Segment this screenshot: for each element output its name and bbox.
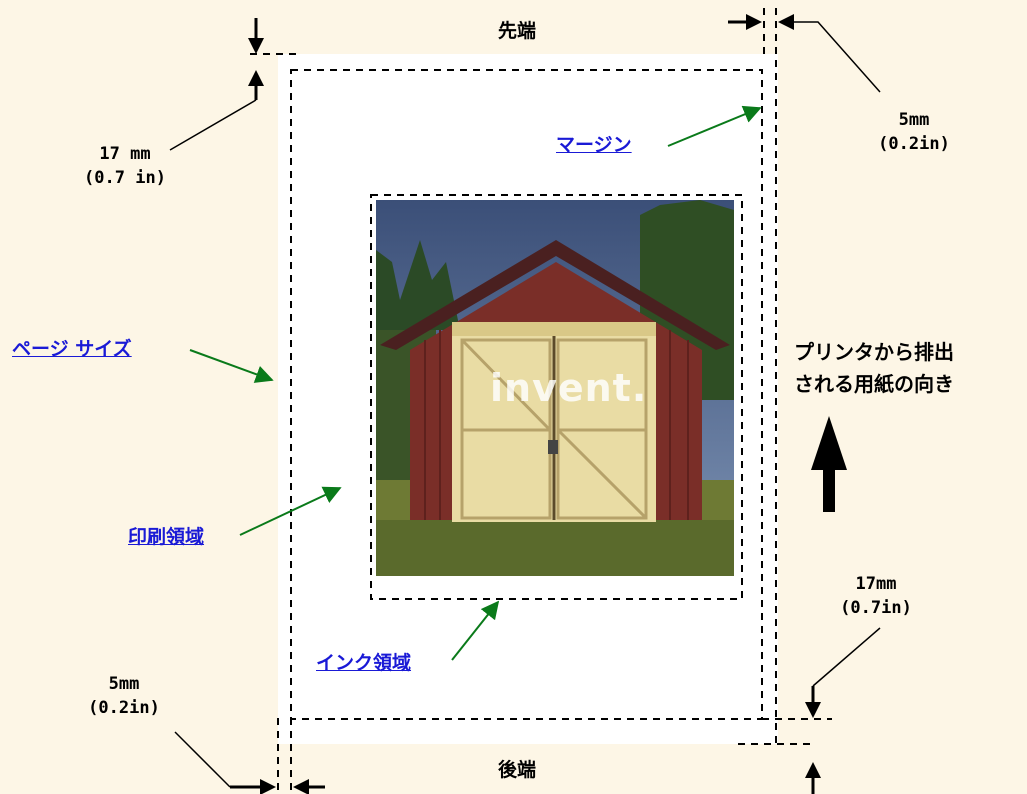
- bottom-right-margin-label: 17mm (0.7in): [826, 572, 926, 620]
- photo-frame: invent.: [376, 200, 734, 576]
- bottom-left-margin-mm: 5mm: [108, 674, 140, 694]
- margin-link[interactable]: マージン: [556, 134, 632, 156]
- top-right-margin-in: (0.2in): [878, 134, 950, 154]
- output-direction-line2: される用紙の向き: [794, 372, 954, 396]
- top-right-margin-mm: 5mm: [898, 110, 930, 130]
- bottom-left-margin-in: (0.2in): [88, 698, 160, 718]
- ink-area-link[interactable]: インク領域: [316, 652, 412, 674]
- print-area-link[interactable]: 印刷領域: [128, 526, 205, 548]
- bottom-right-margin-in: (0.7in): [840, 598, 912, 618]
- bottom-left-margin-label: 5mm (0.2in): [74, 672, 174, 720]
- top-right-margin-label: 5mm (0.2in): [864, 108, 964, 156]
- invent-text: invent.: [490, 366, 648, 410]
- ink-area-border: [370, 194, 743, 600]
- printable-area-border: [290, 69, 763, 720]
- output-direction-line1: プリンタから排出: [794, 340, 954, 364]
- top-left-margin-in: (0.7 in): [84, 168, 166, 188]
- output-direction-arrow: [811, 416, 847, 512]
- page-size-link[interactable]: ページ サイズ: [12, 338, 132, 360]
- page-edge-lines: [250, 8, 832, 794]
- bottom-right-margin-mm: 17mm: [855, 574, 897, 594]
- leading-edge-label: 先端: [498, 20, 537, 42]
- top-left-margin-mm: 17 mm: [99, 144, 151, 164]
- shed-photo: [376, 200, 734, 576]
- output-direction-label: プリンタから排出 される用紙の向き: [794, 336, 954, 400]
- top-left-margin-label: 17 mm (0.7 in): [70, 142, 180, 190]
- trailing-edge-label: 後端: [498, 759, 537, 781]
- leader-lines: [169, 21, 881, 788]
- dimension-arrows: [230, 14, 821, 794]
- callout-arrows: [189, 105, 762, 661]
